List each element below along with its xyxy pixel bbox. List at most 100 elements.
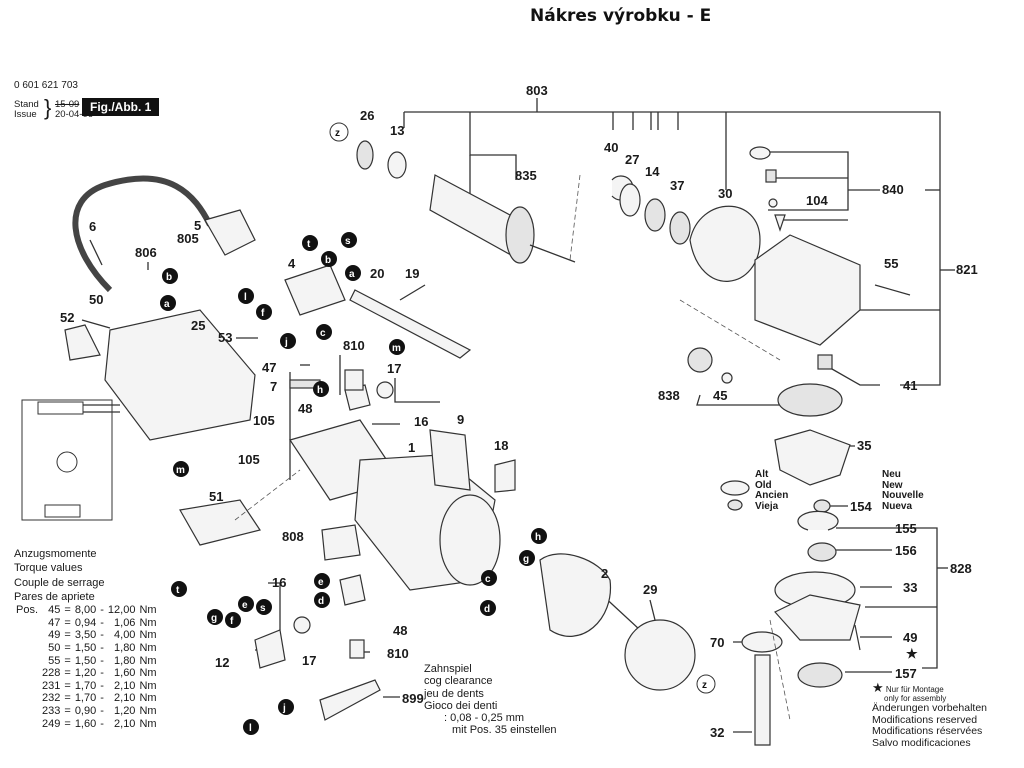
label-14: 14 bbox=[645, 164, 660, 179]
part-number-labels: 803 26 13 835 40 27 14 37 30 840 104 821… bbox=[60, 83, 978, 740]
svg-text:b: b bbox=[325, 255, 331, 266]
torque-equals: = bbox=[64, 679, 71, 692]
torque-unit: Nm bbox=[139, 641, 157, 654]
label-47: 47 bbox=[262, 360, 276, 375]
modifications-es: Salvo modificaciones bbox=[872, 736, 971, 749]
svg-text:t: t bbox=[307, 239, 311, 250]
tag-l: l bbox=[238, 288, 254, 304]
part-number: 0 601 621 703 bbox=[14, 80, 78, 91]
torque-equals: = bbox=[64, 641, 71, 654]
label-37: 37 bbox=[670, 178, 684, 193]
torque-pos-number: 232 bbox=[42, 692, 61, 705]
torque-min-value: 3,50 bbox=[74, 629, 97, 642]
torque-pos-label bbox=[14, 692, 40, 705]
label-838: 838 bbox=[658, 388, 680, 403]
label-16: 16 bbox=[414, 414, 428, 429]
stand-date: 15-09 bbox=[55, 99, 80, 110]
torque-pos-label bbox=[14, 655, 40, 668]
cog-line-de: Zahnspiel bbox=[424, 663, 472, 675]
torque-dash: - bbox=[100, 604, 104, 617]
torque-min-value: 0,94 bbox=[74, 616, 97, 629]
tag-a-2: a bbox=[345, 265, 361, 281]
label-70: 70 bbox=[710, 635, 724, 650]
tag-h-2: h bbox=[531, 528, 547, 544]
label-12: 12 bbox=[215, 655, 229, 670]
torque-dash: - bbox=[100, 704, 104, 717]
torque-pos-label bbox=[14, 680, 40, 693]
torque-unit: Nm bbox=[139, 692, 157, 705]
label-48b: 48 bbox=[393, 623, 407, 638]
label-105b: 105 bbox=[238, 452, 260, 467]
torque-pos-number: 228 bbox=[42, 667, 61, 680]
torque-dash: - bbox=[100, 641, 104, 654]
torque-unit: Nm bbox=[139, 629, 157, 642]
tag-c-2: c bbox=[481, 570, 497, 586]
motor-section bbox=[64, 264, 696, 721]
label-7: 7 bbox=[270, 379, 277, 394]
torque-min-value: 0,90 bbox=[74, 704, 97, 717]
torque-pos-number: 49 bbox=[48, 629, 61, 642]
label-53: 53 bbox=[218, 330, 232, 345]
torque-heading-es: Pares de apriete bbox=[14, 590, 95, 603]
torque-min-value: 1,50 bbox=[74, 654, 97, 667]
old-fr: Ancien bbox=[755, 490, 789, 501]
svg-text:s: s bbox=[260, 603, 266, 614]
torque-pos-number: 233 bbox=[42, 704, 61, 717]
torque-max-value: 4,00 bbox=[114, 629, 136, 642]
label-6: 6 bbox=[89, 219, 96, 234]
torque-max-value: 2,10 bbox=[114, 717, 136, 730]
torque-equals: = bbox=[64, 604, 71, 617]
svg-text:s: s bbox=[345, 236, 351, 247]
stand-issue-dates: 15-09 20-04-06 bbox=[55, 100, 93, 120]
tag-e: e bbox=[238, 596, 254, 612]
assembly-note: ★ Nur für Montage bbox=[872, 680, 987, 695]
new-fr: Nouvelle bbox=[882, 490, 924, 501]
label-821: 821 bbox=[956, 262, 978, 277]
cog-line-it: Gioco dei denti bbox=[424, 699, 498, 712]
label-899: 899 bbox=[402, 691, 424, 706]
figure-label: Fig./Abb. 1 bbox=[82, 98, 160, 116]
tag-e-2: e bbox=[314, 573, 330, 589]
tag-f-2: f bbox=[225, 612, 241, 628]
svg-text:c: c bbox=[320, 328, 326, 339]
plug bbox=[204, 209, 256, 256]
notes: ★ Nur für Montage only for assembly Ände… bbox=[872, 680, 988, 749]
svg-text:j: j bbox=[284, 337, 288, 348]
label-25: 25 bbox=[191, 318, 205, 333]
tag-d-2: d bbox=[480, 600, 496, 616]
wiring-schematic bbox=[21, 399, 120, 521]
torque-unit: Nm bbox=[139, 667, 157, 680]
torque-min-value: 1,20 bbox=[74, 667, 97, 680]
torque-max-value: 2,10 bbox=[114, 679, 136, 692]
torque-max-value: 1,80 bbox=[114, 641, 136, 654]
label-4: 4 bbox=[288, 256, 296, 271]
tag-s-2: s bbox=[256, 599, 272, 615]
tag-m: m bbox=[389, 339, 405, 355]
svg-text:a: a bbox=[349, 269, 355, 280]
torque-pos-label bbox=[14, 718, 40, 731]
modifications-fr: Modifications réservées bbox=[872, 725, 983, 737]
modifications-en: Modifications reserved bbox=[872, 713, 978, 726]
label-51: 51 bbox=[209, 489, 223, 504]
modifications-de: Änderungen vorbehalten bbox=[872, 702, 988, 714]
torque-heading-fr: Couple de serrage bbox=[14, 576, 105, 589]
torque-dash: - bbox=[100, 667, 104, 680]
svg-text:f: f bbox=[261, 308, 265, 319]
label-27: 27 bbox=[625, 152, 639, 167]
torque-dash: - bbox=[100, 654, 104, 667]
torque-equals: = bbox=[64, 717, 71, 730]
gear-housing bbox=[611, 146, 911, 746]
tag-m-2: m bbox=[173, 461, 189, 477]
label-9: 9 bbox=[457, 412, 464, 427]
label-104: 104 bbox=[806, 193, 828, 208]
tag-l-2: l bbox=[243, 719, 259, 735]
issue-date: 20-04-06 bbox=[55, 109, 94, 120]
svg-text:g: g bbox=[211, 613, 217, 624]
star-icon: ★ bbox=[872, 680, 884, 695]
label-41: 41 bbox=[903, 378, 917, 393]
